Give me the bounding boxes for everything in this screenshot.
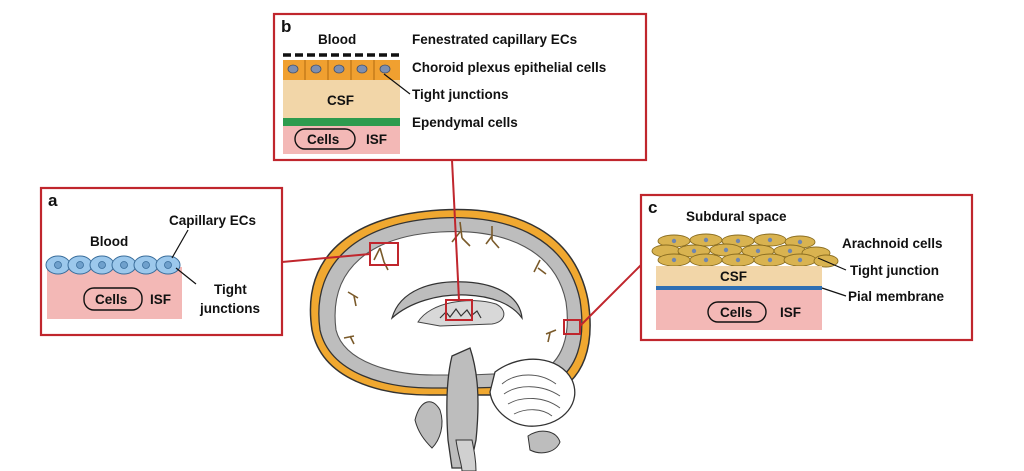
ventricle	[417, 300, 505, 327]
panel-c-pial-layer	[656, 286, 822, 290]
panel-a-capillary-label: Capillary ECs	[169, 213, 256, 228]
panel-b-choroid-divisions	[304, 60, 375, 80]
skull-base-right	[527, 430, 561, 454]
choroid-plexus	[439, 307, 482, 319]
zoom-box-c	[563, 319, 581, 335]
panel-c-isf-layer	[656, 290, 822, 330]
panel-a-tight-pointer	[175, 267, 197, 285]
skull-base-left	[414, 401, 443, 449]
panel-a-cells-box	[83, 287, 143, 311]
zoom-markers	[281, 159, 642, 335]
panel-c-arachnoid-label: Arachnoid cells	[842, 236, 943, 251]
panel-b-csf-layer	[283, 80, 400, 118]
panel-c-letter: c	[648, 198, 657, 217]
panel-b-choroid-label: Choroid plexus epithelial cells	[412, 60, 606, 75]
cerebellum-folia	[501, 374, 561, 417]
connector-b	[451, 159, 460, 301]
brain-illustration	[309, 208, 591, 471]
panel-b-tight-label: Tight junctions	[412, 87, 509, 102]
panel-c-cells-box	[707, 301, 767, 323]
panel-a-cells-label: Cells	[95, 292, 127, 307]
panel-c-tight-pointer	[817, 257, 847, 271]
panel-c-subdural-label: Subdural space	[686, 209, 787, 224]
cerebellum	[489, 358, 576, 427]
panel-c-pial-pointer	[821, 287, 847, 297]
panel-b-cells-label: Cells	[307, 132, 339, 147]
corpus-callosum	[390, 281, 523, 321]
panel-b-cells-box	[294, 128, 356, 150]
panel-b-fenestrated-label: Fenestrated capillary ECs	[412, 32, 577, 47]
panel-c-pial-label: Pial membrane	[848, 289, 945, 304]
panel-b-ependymal-layer	[283, 118, 400, 126]
panel-b-blood-label: Blood	[318, 32, 356, 47]
panel-c-arachnoid-nuclei	[671, 237, 803, 263]
connector-c	[579, 264, 642, 327]
panel-c-isf-label: ISF	[780, 305, 801, 320]
panel-c-csf-label: CSF	[720, 269, 747, 284]
panel-b-csf-label: CSF	[327, 93, 354, 108]
panel-c-cells-label: Cells	[720, 305, 752, 320]
panel-b-ependymal-label: Ependymal cells	[412, 115, 518, 130]
panel-a-tight-label-2: junctions	[199, 301, 260, 316]
panel-a-isf-label: ISF	[150, 292, 171, 307]
panel-a-tight-label-1: Tight	[214, 282, 247, 297]
panel-b-letter: b	[281, 17, 291, 36]
panel-b-tight-pointer	[383, 73, 411, 95]
panel-c-tight-label: Tight junction	[850, 263, 939, 278]
panel-a: a Capillary ECs Blood Cells ISF Tight ju…	[39, 186, 284, 337]
panel-b: b Blood CSF Cells ISF Fenestrated capill…	[272, 12, 648, 162]
panel-c-arachnoid-cells	[651, 233, 839, 268]
panel-b-isf-label: ISF	[366, 132, 387, 147]
panel-a-letter: a	[48, 191, 58, 210]
vessels	[343, 221, 557, 345]
spinal-cord	[455, 439, 477, 471]
panel-a-blood-label: Blood	[90, 234, 128, 249]
panel-a-nuclei	[54, 261, 172, 269]
panel-a-capillary-pointer	[171, 229, 189, 259]
panel-c-csf-layer	[656, 266, 822, 286]
panel-b-choroid-nuclei	[287, 64, 391, 74]
panel-c: c Subdural space CSF Cells	[639, 193, 974, 342]
brainstem	[446, 347, 479, 469]
connector-a	[281, 253, 371, 263]
